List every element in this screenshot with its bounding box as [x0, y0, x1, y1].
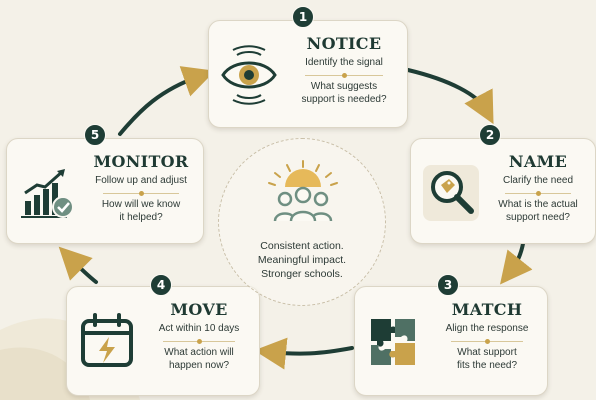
step-title: NAME — [508, 152, 568, 171]
step-question-line1: What is the actual — [498, 199, 578, 210]
center-line-1: Consistent action. — [260, 240, 344, 252]
step-number-badge: 4 — [150, 274, 172, 296]
step-question-line1: What suggests — [310, 81, 378, 92]
step-question-line1: What support — [457, 347, 517, 358]
step-number-badge: 5 — [84, 124, 106, 146]
step-subtitle: Align the response — [445, 323, 529, 334]
step-question-line2: it helped? — [119, 211, 163, 223]
step-card-name: NAME Clarify the need What is the actual… — [410, 138, 596, 244]
step-subtitle: Clarify the need — [502, 175, 574, 186]
eye-icon — [217, 43, 281, 107]
magnifier-tag-icon — [419, 161, 483, 225]
divider — [305, 73, 383, 78]
center-line-2: Meaningful impact. — [257, 254, 347, 266]
step-question-line1: What action will — [164, 347, 234, 358]
step-subtitle: Identify the signal — [305, 57, 383, 68]
step-card-monitor: MONITOR Follow up and adjust How will we… — [6, 138, 204, 244]
divider — [505, 191, 571, 196]
center-message: Consistent action. Meaningful impact. St… — [218, 138, 386, 306]
people-group-sunrise-icon — [263, 159, 343, 236]
step-question-line2: support need? — [506, 211, 570, 223]
divider — [163, 339, 235, 344]
step-subtitle: Follow up and adjust — [95, 175, 187, 186]
divider — [103, 191, 179, 196]
growth-chart-check-icon — [15, 161, 79, 225]
step-number-badge: 1 — [292, 6, 314, 28]
step-question-line2: fits the need? — [456, 359, 518, 371]
step-subtitle: Act within 10 days — [158, 323, 240, 334]
step-number-badge: 3 — [437, 274, 459, 296]
step-title: NOTICE — [306, 34, 382, 53]
step-card-notice: NOTICE Identify the signal What suggests… — [208, 20, 408, 128]
calendar-lightning-icon — [75, 309, 139, 373]
puzzle-icon — [363, 309, 427, 373]
step-question-line2: support is needed? — [301, 93, 387, 105]
step-card-move: MOVE Act within 10 days What action will… — [66, 286, 260, 396]
step-title: MATCH — [451, 300, 523, 319]
center-line-3: Stronger schools. — [261, 268, 343, 280]
step-number-badge: 2 — [479, 124, 501, 146]
step-card-match: MATCH Align the response What support fi… — [354, 286, 548, 396]
divider — [451, 339, 523, 344]
step-title: MONITOR — [93, 152, 189, 171]
step-title: MOVE — [170, 300, 228, 319]
step-question-line1: How will we know — [101, 199, 181, 210]
step-question-line2: happen now? — [168, 359, 230, 371]
